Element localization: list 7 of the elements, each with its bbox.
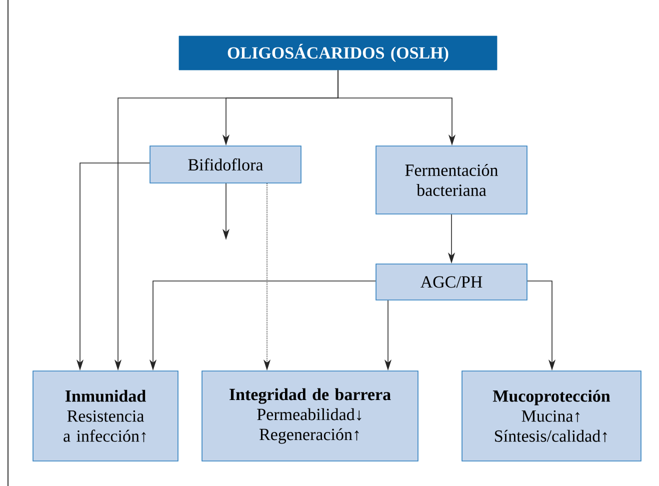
result-box: Integridad de barrera Permeabilidad↓ Regeneración↑ bbox=[202, 370, 418, 462]
title-box: OLIGOSÁCARIDOS (OSLH) bbox=[178, 36, 498, 70]
process-box: Fermentación bacteriana bbox=[376, 146, 528, 214]
process-box: AGC/PH bbox=[376, 264, 528, 300]
process-box: Bifidoflora bbox=[150, 146, 302, 184]
result-box: Inmunidad Resistencia a infección↑ bbox=[32, 370, 178, 462]
result-box: Mucoprotección Mucina↑ Síntesis/calidad↑ bbox=[462, 370, 642, 462]
